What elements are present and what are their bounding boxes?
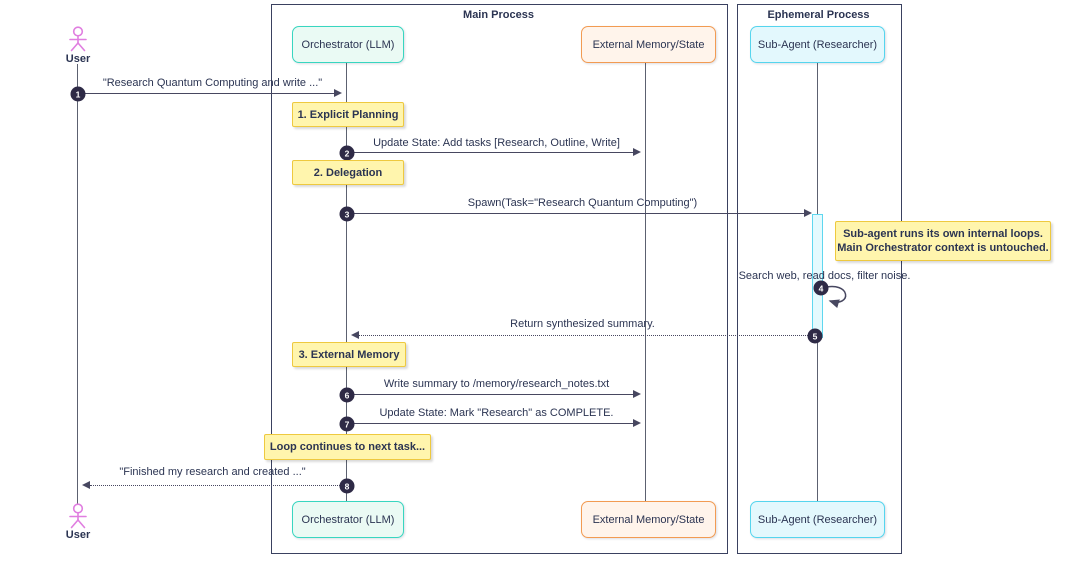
note-subagent-loops-line1: Sub-agent runs its own internal loops. <box>843 228 1043 240</box>
lifeline-orchestrator <box>346 61 347 501</box>
user-label-bottom: User <box>65 529 91 541</box>
main-process-frame <box>271 4 728 554</box>
message-4-self-loop-arrow <box>821 285 847 309</box>
lifeline-memory <box>645 61 646 501</box>
message-2-label: Update State: Add tasks [Research, Outli… <box>373 137 620 149</box>
message-5-seq-badge: 5 <box>807 328 823 344</box>
message-5-arrowhead <box>351 331 359 339</box>
message-1-arrow <box>82 93 335 94</box>
lifeline-user <box>77 64 78 504</box>
note-delegation: 2. Delegation <box>292 160 404 185</box>
message-5-label: Return synthesized summary. <box>510 318 655 330</box>
message-2-arrowhead <box>633 148 641 156</box>
memory-box-top: External Memory/State <box>581 26 716 63</box>
message-3-arrow <box>351 213 804 214</box>
subagent-box-bottom: Sub-Agent (Researcher) <box>750 501 885 538</box>
message-8-label: "Finished my research and created ..." <box>119 466 306 478</box>
orchestrator-box-bottom: Orchestrator (LLM) <box>292 501 404 538</box>
user-person-icon-bottom <box>65 503 91 530</box>
message-1-label: "Research Quantum Computing and write ..… <box>102 77 323 89</box>
note-subagent-loops: Sub-agent runs its own internal loops. M… <box>835 221 1051 261</box>
note-explicit-planning: 1. Explicit Planning <box>292 102 404 127</box>
message-8-seq-badge: 8 <box>339 478 355 494</box>
message-8-arrowhead <box>82 481 90 489</box>
ephemeral-process-title: Ephemeral Process <box>767 9 870 21</box>
message-2-seq-badge: 2 <box>339 145 355 161</box>
message-6-arrow <box>351 394 634 395</box>
message-7-seq-badge: 7 <box>339 416 355 432</box>
message-6-label: Write summary to /memory/research_notes.… <box>383 378 610 390</box>
memory-box-bottom: External Memory/State <box>581 501 716 538</box>
ephemeral-process-frame <box>737 4 902 554</box>
message-1-arrowhead <box>334 89 342 97</box>
note-loop-continues: Loop continues to next task... <box>264 434 431 460</box>
subagent-box-top: Sub-Agent (Researcher) <box>750 26 885 63</box>
message-6-seq-badge: 6 <box>339 387 355 403</box>
message-1-seq-badge: 1 <box>70 86 86 102</box>
message-6-arrowhead <box>633 390 641 398</box>
message-4-label: Search web, read docs, filter noise. <box>738 270 911 282</box>
message-3-arrowhead <box>804 209 812 217</box>
message-5-arrow <box>359 335 812 336</box>
message-7-arrow <box>351 423 634 424</box>
message-3-seq-badge: 3 <box>339 206 355 222</box>
orchestrator-box-top: Orchestrator (LLM) <box>292 26 404 63</box>
user-person-icon <box>65 26 91 53</box>
message-4-seq-badge: 4 <box>813 280 829 296</box>
user-label-top: User <box>65 53 91 65</box>
message-7-arrowhead <box>633 419 641 427</box>
message-8-arrow <box>90 485 340 486</box>
note-subagent-loops-line2: Main Orchestrator context is untouched. <box>837 242 1049 254</box>
message-2-arrow <box>351 152 634 153</box>
main-process-title: Main Process <box>463 9 534 21</box>
message-3-label: Spawn(Task="Research Quantum Computing") <box>467 197 698 209</box>
note-external-memory: 3. External Memory <box>292 342 406 367</box>
message-7-label: Update State: Mark "Research" as COMPLET… <box>379 407 614 419</box>
